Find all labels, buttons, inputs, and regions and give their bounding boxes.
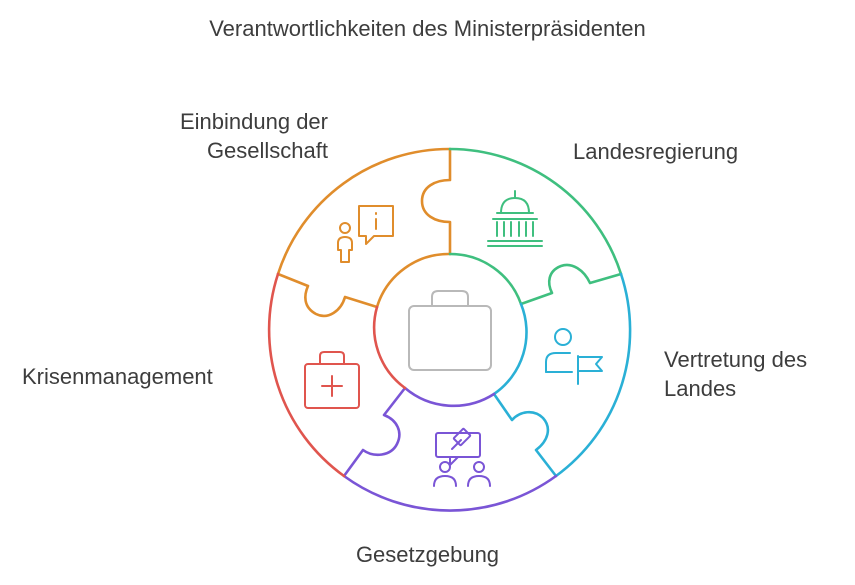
label-gesellschaft-line-1: Einbindung der xyxy=(179,109,328,134)
label-landesregierung: Landesregierung xyxy=(573,137,738,166)
first-aid-kit-icon xyxy=(304,351,360,409)
label-gesetz-line-1: Gesetzgebung xyxy=(355,542,500,567)
segment-landesregierung xyxy=(448,147,623,306)
segment-krisen xyxy=(267,272,407,478)
person-info-icon xyxy=(337,205,394,263)
label-gesellschaft: Einbindung der Gesellschaft xyxy=(180,107,328,165)
label-landesregierung-line-1: Landesregierung xyxy=(573,139,739,164)
label-krisen-line-1: Krisenmanagement xyxy=(22,364,213,389)
people-gavel-icon xyxy=(433,427,491,487)
person-flag-icon xyxy=(545,328,603,385)
segment-gesellschaft xyxy=(276,147,452,318)
label-vertretung-line-2: Landes xyxy=(664,376,737,401)
segment-vertretung xyxy=(492,272,632,478)
segment-gesetz xyxy=(342,386,558,512)
diagram-title: Verantwortlichkeiten des Ministerpräside… xyxy=(209,16,646,41)
label-vertretung-line-1: Vertretung des xyxy=(664,347,808,372)
label-gesetz: Gesetzgebung xyxy=(0,540,855,569)
label-krisen: Krisenmanagement xyxy=(22,362,213,391)
label-vertretung: Vertretung des Landes xyxy=(664,345,807,403)
capitol-building-icon xyxy=(487,190,543,247)
briefcase-icon xyxy=(408,290,492,371)
label-gesellschaft-line-2: Gesellschaft xyxy=(206,138,328,163)
